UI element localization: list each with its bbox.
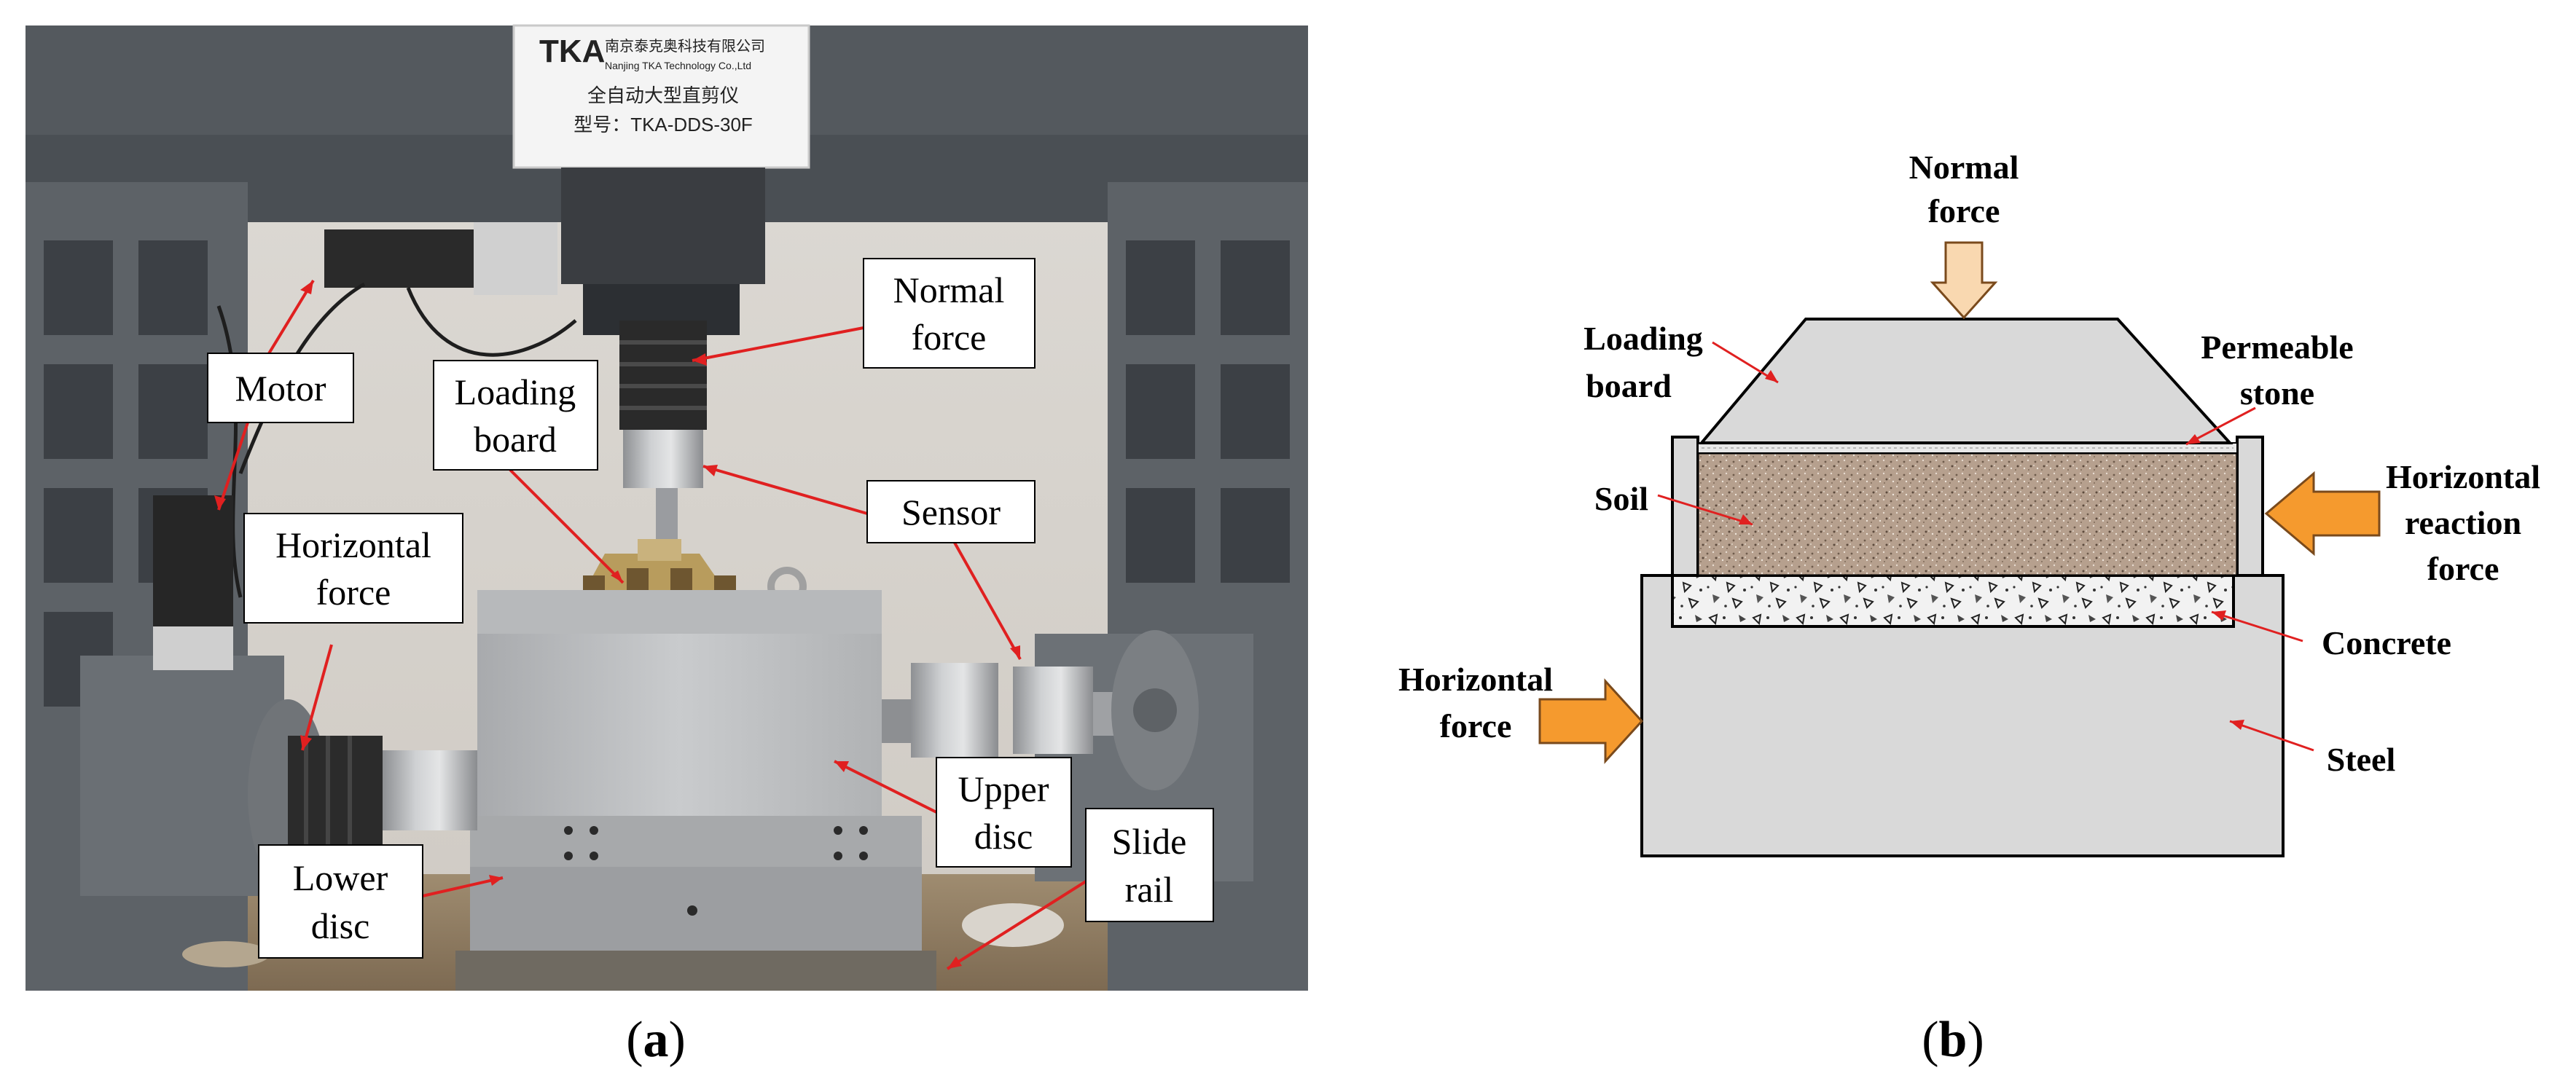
loading-board [1698,318,2234,444]
label-b-soil: Soil [1594,480,1648,517]
machine-model: 型号：TKA-DDS-30F [573,114,753,135]
caption-b: (b) [1922,1012,1984,1068]
svg-text:Horizontal: Horizontal [275,524,431,565]
label-b-permeable-stone-2: stone [2240,374,2314,412]
leader-horizontal-force [301,644,333,751]
label-upper-disc: Upper disc [936,757,1072,868]
leader-motor-low [217,422,249,511]
label-lower-disc: Lower disc [258,844,423,959]
label-b-horizontal-reaction-force-3: force [2427,550,2499,587]
label-b-horizontal-reaction-force-1: Horizontal [2386,458,2540,495]
leader-steel [2229,720,2314,752]
horizontal-reaction-force-arrow [2264,471,2381,557]
leader-soil [1657,494,1753,526]
svg-text:Slide: Slide [1112,821,1187,862]
schematic-diagram: Normal force Loading board Permeable sto… [1398,149,2540,1068]
label-loading-board: Loading board [433,360,598,471]
upper-box-right-wall [2236,436,2264,577]
apparatus-photo: TKA 南京泰克奥科技有限公司 Nanjing TKA Technology C… [26,24,1308,1068]
leader-sensor-right [953,542,1022,660]
leader-sensor-top [702,465,868,515]
svg-text:Sensor: Sensor [901,492,1001,532]
label-b-permeable-stone-1: Permeable [2201,329,2353,366]
leader-loading-board [509,468,625,584]
label-b-horizontal-force-2: force [1440,707,1512,744]
svg-text:disc: disc [974,816,1033,857]
svg-text:Lower: Lower [293,857,388,898]
svg-text:rail: rail [1125,869,1174,910]
machine-name-cn: 全自动大型直剪仪 [587,84,739,106]
leader-motor-top [261,279,315,366]
svg-text:Loading: Loading [455,372,576,412]
normal-force-arrow [1930,241,1998,320]
leader-upper-disc [834,760,937,814]
svg-text:Motor: Motor [235,368,326,409]
svg-text:force: force [316,572,391,613]
leader-normal-force [692,326,864,362]
svg-text:force: force [912,317,987,358]
svg-text:Upper: Upper [958,769,1049,809]
leader-slide-rail [946,880,1087,970]
label-b-concrete: Concrete [2322,624,2451,661]
svg-text:board: board [474,419,557,460]
machine-company-cn: 南京泰克奥科技有限公司 [605,38,765,55]
machine-brand: TKA [539,34,605,69]
label-b-normal-force-1: Normal [1909,149,2019,186]
label-motor: Motor [207,353,354,423]
svg-text:disc: disc [311,905,370,946]
label-b-loading-board-1: Loading [1583,320,1703,357]
horizontal-force-arrow [1538,678,1644,764]
label-b-loading-board-2: board [1586,367,1672,404]
leader-concrete [2211,610,2303,642]
soil-layer [1696,452,2239,577]
caption-a: (a) [626,1012,686,1068]
svg-text:Normal: Normal [893,270,1005,310]
label-horizontal-force: Horizontal force [243,513,463,624]
panel-a-photo: TKA 南京泰克奥科技有限公司 Nanjing TKA Technology C… [26,24,1308,1068]
label-normal-force: Normal force [863,258,1036,369]
leader-permeable-stone [2185,406,2256,446]
label-b-horizontal-force-1: Horizontal [1398,661,1553,698]
concrete-layer [1671,574,2235,628]
label-b-normal-force-2: force [1928,192,2000,229]
label-sensor: Sensor [866,480,1036,543]
label-b-steel: Steel [2327,741,2396,778]
label-b-horizontal-reaction-force-2: reaction [2405,504,2521,541]
machine-company-en: Nanjing TKA Technology Co.,Ltd [605,60,751,71]
panel-b-schematic: Normal force Loading board Permeable sto… [1312,0,2576,1081]
leader-lower-disc [422,876,504,897]
label-slide-rail: Slide rail [1085,808,1214,922]
